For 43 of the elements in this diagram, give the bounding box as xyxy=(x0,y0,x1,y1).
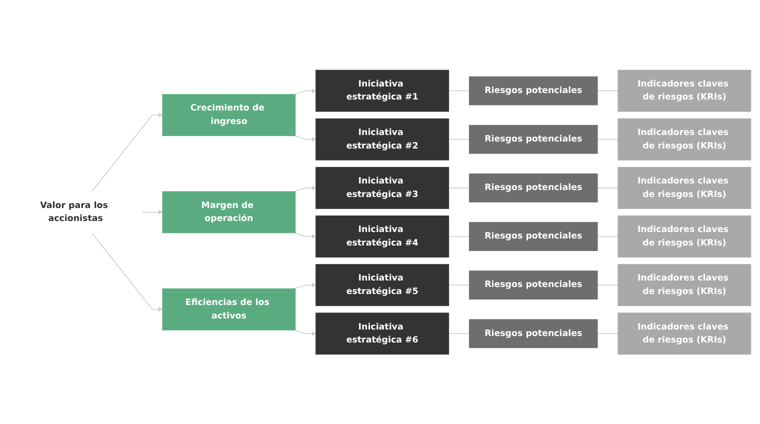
connector xyxy=(597,138,618,140)
node-box: Indicadores claves de riesgos (KRIs) xyxy=(618,264,752,306)
node-box: Riesgos potenciales xyxy=(468,318,598,348)
arrow xyxy=(294,329,316,336)
node-box: Indicadores claves de riesgos (KRIs) xyxy=(618,215,752,258)
connector xyxy=(448,236,470,237)
node-box: Indicadores claves de riesgos (KRIs) xyxy=(618,166,752,209)
connector xyxy=(448,187,470,188)
connector xyxy=(448,284,470,286)
arrow xyxy=(294,232,316,239)
node-box: Indicadores claves de riesgos (KRIs) xyxy=(618,312,752,354)
node-box: Iniciativa estratégica #2 xyxy=(316,118,450,160)
node-box: Iniciativa estratégica #1 xyxy=(316,70,450,112)
node-box: Crecimiento de ingreso xyxy=(162,94,296,136)
node-box: Iniciativa estratégica #4 xyxy=(316,215,450,258)
connector xyxy=(597,90,618,91)
arrow xyxy=(294,282,316,289)
connector xyxy=(597,187,618,188)
connector xyxy=(597,333,618,334)
node-box: Iniciativa estratégica #6 xyxy=(316,312,450,354)
node-box: Riesgos potenciales xyxy=(468,76,598,106)
arrow xyxy=(294,88,316,95)
arrow xyxy=(92,232,163,312)
node-box: Riesgos potenciales xyxy=(468,222,598,251)
connector xyxy=(597,284,618,286)
arrow xyxy=(142,210,163,214)
node-box: Indicadores claves de riesgos (KRIs) xyxy=(618,70,752,112)
connector xyxy=(448,138,470,140)
node-box: Eficiencias de los activos xyxy=(162,288,296,330)
arrow xyxy=(294,135,316,142)
node-box: Indicadores claves de riesgos (KRIs) xyxy=(618,118,752,160)
node-text: Valor para los accionistas xyxy=(40,200,108,224)
connector xyxy=(448,333,470,334)
arrow xyxy=(294,185,316,192)
node-box: Iniciativa estratégica #5 xyxy=(316,264,450,306)
node-box: Riesgos potenciales xyxy=(468,270,598,300)
arrow xyxy=(92,112,163,192)
node-box: Margen de operación xyxy=(162,191,296,233)
node-box: Iniciativa estratégica #3 xyxy=(316,166,450,209)
connector xyxy=(448,90,470,91)
connector xyxy=(597,236,618,237)
node-box: Riesgos potenciales xyxy=(468,173,598,202)
node-box: Riesgos potenciales xyxy=(468,124,598,154)
